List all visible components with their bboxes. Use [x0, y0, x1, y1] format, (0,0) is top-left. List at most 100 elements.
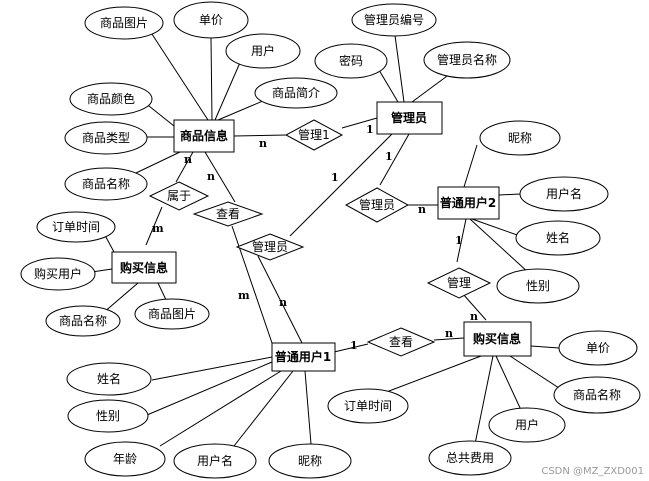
attr-user-right[interactable]: 用户: [488, 407, 566, 443]
cardinality-purchase-viewpurchase: n: [445, 327, 453, 340]
entity-user2[interactable]: 普通用户2: [437, 186, 500, 220]
svg-text:总共费用: 总共费用: [446, 451, 494, 465]
attr-price-top[interactable]: 单价: [173, 1, 249, 39]
svg-text:姓名: 姓名: [546, 230, 570, 245]
attr-total-cost[interactable]: 总共费用: [428, 440, 512, 476]
cardinality-goods-manage1: n: [259, 137, 267, 150]
entity-goods-label: 商品信息: [180, 128, 228, 143]
svg-text:购买用户: 购买用户: [34, 266, 82, 281]
cardinality-user1-adminrel: n: [279, 296, 287, 309]
svg-text:商品图片: 商品图片: [148, 306, 196, 321]
attr-name-u1[interactable]: 姓名: [66, 362, 152, 396]
attr-buyer[interactable]: 购买用户: [20, 257, 96, 291]
svg-text:性别: 性别: [526, 279, 550, 293]
relationship-belongs-label: 属于: [167, 189, 191, 203]
svg-text:性别: 性别: [96, 409, 120, 423]
svg-text:商品名称: 商品名称: [573, 387, 621, 402]
cardinality-labels: n 1 1 1 n n m n m n 1 n 1 n: [152, 123, 478, 352]
svg-text:商品颜色: 商品颜色: [87, 91, 135, 106]
relationship-admin-label: 管理员: [252, 239, 288, 254]
svg-text:商品图片: 商品图片: [100, 15, 148, 30]
watermark: CSDN @MZ_ZXD001: [541, 466, 644, 477]
entity-admin-label: 管理员: [391, 110, 427, 125]
entity-purchase-right[interactable]: 购买信息: [463, 321, 532, 357]
attr-nickname-u2[interactable]: 昵称: [479, 120, 561, 156]
svg-text:订单时间: 订单时间: [52, 220, 100, 234]
cardinality-user2-manage: 1: [455, 234, 463, 247]
entity-user2-label: 普通用户2: [440, 195, 496, 210]
attr-goods-name-bottom-left[interactable]: 商品名称: [45, 305, 121, 337]
svg-text:昵称: 昵称: [298, 454, 322, 468]
relationship-belongs[interactable]: 属于: [148, 181, 210, 211]
attr-gender-u2[interactable]: 性别: [496, 268, 580, 304]
attr-age-u1[interactable]: 年龄: [84, 441, 166, 477]
attr-password[interactable]: 密码: [314, 43, 388, 79]
entity-purchase-left[interactable]: 购买信息: [111, 251, 177, 284]
relationship-manage1[interactable]: 管理1: [284, 119, 344, 151]
attr-goods-type[interactable]: 商品类型: [64, 121, 148, 155]
attr-admin-name[interactable]: 管理员名称: [423, 41, 511, 79]
entity-user1[interactable]: 普通用户1: [271, 342, 336, 372]
attr-gender-u1[interactable]: 性别: [67, 399, 149, 433]
cardinality-purchase-manage: n: [470, 310, 478, 323]
attr-goods-name-left[interactable]: 商品名称: [64, 167, 148, 201]
relationship-manage1-label: 管理1: [298, 127, 330, 142]
cardinality-admin-manage1: 1: [366, 123, 374, 136]
attr-username-u1[interactable]: 用户名: [173, 443, 257, 479]
svg-text:昵称: 昵称: [508, 131, 532, 145]
cardinality-goods-belongs: n: [184, 153, 192, 166]
relationship-manage-label: 管理: [447, 275, 471, 290]
cardinality-admin-adminrel: 1: [385, 150, 393, 163]
attr-goods-image-top[interactable]: 商品图片: [84, 6, 164, 40]
entity-goods[interactable]: 商品信息: [173, 119, 235, 153]
svg-text:管理员编号: 管理员编号: [364, 12, 424, 27]
cardinality-goods-view: n: [207, 170, 215, 183]
entity-purchase-left-label: 购买信息: [120, 260, 168, 275]
cardinality-user1-view: m: [238, 289, 250, 302]
entity-user1-label: 普通用户1: [275, 349, 331, 364]
attr-admin-id[interactable]: 管理员编号: [351, 3, 437, 37]
svg-text:用户名: 用户名: [197, 453, 233, 468]
cardinality-user2-adminuser2: n: [418, 203, 426, 216]
attr-name-u2[interactable]: 姓名: [515, 220, 601, 256]
cardinality-purchase-belongs: m: [152, 222, 164, 235]
attr-goods-intro[interactable]: 商品简介: [254, 77, 338, 109]
svg-text:用户名: 用户名: [546, 186, 582, 201]
svg-text:密码: 密码: [339, 53, 363, 68]
attr-goods-color[interactable]: 商品颜色: [69, 82, 153, 116]
relationship-manage[interactable]: 管理: [426, 267, 492, 299]
svg-text:年龄: 年龄: [113, 452, 137, 466]
svg-text:单价: 单价: [586, 341, 610, 355]
relationship-admin-user2-label: 管理员: [359, 197, 395, 212]
relationship-view-purchase-label: 查看: [389, 335, 413, 349]
connector-lines: [84, 27, 563, 447]
svg-text:单价: 单价: [199, 13, 223, 27]
svg-text:商品简介: 商品简介: [272, 85, 320, 100]
relationship-view-goods-label: 查看: [216, 207, 240, 221]
attr-goods-name-right[interactable]: 商品名称: [553, 376, 641, 414]
relationship-view-goods[interactable]: 查看: [192, 201, 264, 227]
entity-admin[interactable]: 管理员: [376, 101, 443, 135]
cardinality-admin-adminrel-2: 1: [331, 171, 339, 184]
relationship-admin-user2[interactable]: 管理员: [344, 187, 410, 223]
svg-text:商品类型: 商品类型: [82, 130, 130, 145]
attr-username-u2[interactable]: 用户名: [519, 176, 609, 212]
entity-purchase-right-label: 购买信息: [473, 331, 521, 346]
svg-text:商品名称: 商品名称: [59, 313, 107, 328]
svg-text:商品名称: 商品名称: [82, 176, 130, 191]
attr-order-time-right[interactable]: 订单时间: [327, 388, 409, 424]
relationship-admin[interactable]: 管理员: [235, 233, 305, 261]
attr-price-right[interactable]: 单价: [558, 330, 638, 366]
svg-text:订单时间: 订单时间: [344, 399, 392, 413]
attr-order-time-left[interactable]: 订单时间: [36, 211, 116, 243]
cardinality-user1-viewpurchase: 1: [350, 339, 358, 352]
relationship-view-purchase[interactable]: 查看: [366, 327, 436, 357]
svg-text:用户: 用户: [251, 43, 275, 58]
attr-goods-image-bottom-left[interactable]: 商品图片: [134, 298, 210, 330]
svg-text:用户: 用户: [515, 417, 539, 432]
attr-user-top[interactable]: 用户: [225, 33, 301, 69]
svg-text:管理员名称: 管理员名称: [437, 52, 497, 67]
svg-text:姓名: 姓名: [97, 371, 121, 386]
attr-nickname-u1[interactable]: 昵称: [268, 443, 352, 479]
